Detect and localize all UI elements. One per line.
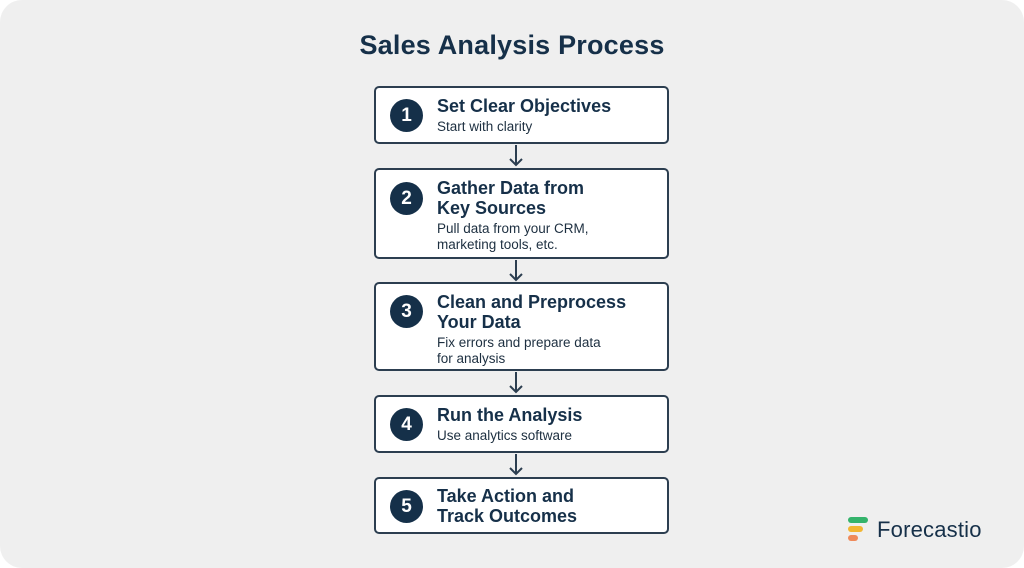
step-title: Track Outcomes: [437, 506, 578, 526]
arrow-down-icon: [509, 145, 523, 167]
forecastio-logo-icon: [848, 517, 868, 541]
step-description: for analysis: [437, 351, 506, 366]
step-title: Set Clear Objectives: [437, 96, 612, 116]
step-title: Key Sources: [437, 198, 547, 218]
step-card-2: 2 Gather Data from Key Sources Pull data…: [374, 168, 669, 259]
diagram-title: Sales Analysis Process: [359, 30, 665, 60]
arrow-down-icon: [509, 454, 523, 476]
step-number-badge: 3: [390, 295, 423, 328]
step-card-4: 4 Run the Analysis Use analytics softwar…: [374, 395, 669, 453]
step-title: Your Data: [437, 312, 521, 332]
step-title: Run the Analysis: [437, 405, 583, 425]
step-description: Use analytics software: [437, 428, 573, 443]
step-number-badge: 4: [390, 408, 423, 441]
step-description: Fix errors and prepare data: [437, 335, 601, 350]
step-title: Gather Data from: [437, 178, 585, 198]
step-card-1: 1 Set Clear Objectives Start with clarit…: [374, 86, 669, 144]
step-description: Start with clarity: [437, 119, 533, 134]
step-number-badge: 1: [390, 99, 423, 132]
step-description: marketing tools, etc.: [437, 237, 558, 252]
step-title: Clean and Preprocess: [437, 292, 627, 312]
step-card-5: 5 Take Action and Track Outcomes: [374, 477, 669, 534]
arrow-down-icon: [509, 260, 523, 282]
step-number-badge: 5: [390, 490, 423, 523]
step-number-badge: 2: [390, 182, 423, 215]
brand-name: Forecastio: [877, 517, 982, 542]
step-title: Take Action and: [437, 486, 575, 506]
step-description: Pull data from your CRM,: [437, 221, 589, 236]
arrow-down-icon: [509, 372, 523, 394]
step-card-3: 3 Clean and Preprocess Your Data Fix err…: [374, 282, 669, 371]
